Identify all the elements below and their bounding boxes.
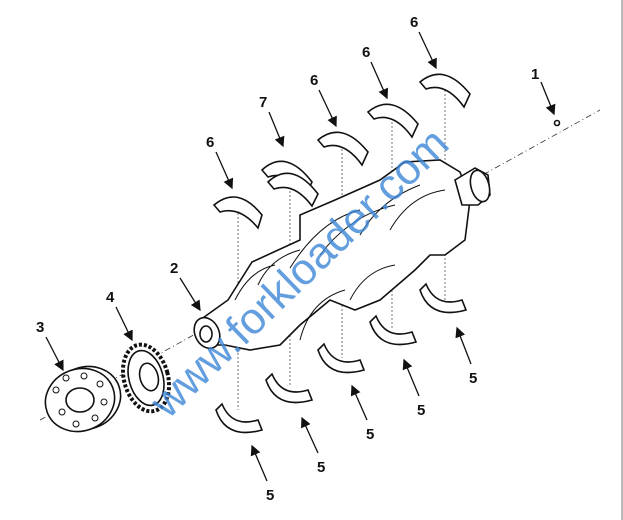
callout-arrows	[45, 31, 556, 482]
callout-5: 5	[317, 459, 325, 476]
callout-2: 2	[170, 260, 178, 277]
callout-3: 3	[36, 319, 44, 336]
upper-bearing-shells	[212, 73, 471, 230]
callout-5: 5	[366, 426, 374, 443]
callout-6: 6	[410, 14, 418, 31]
lower-bearing-shells	[215, 282, 468, 434]
callout-1: 1	[531, 66, 539, 83]
callout-5: 5	[417, 402, 425, 419]
callout-6: 6	[362, 44, 370, 61]
key	[553, 119, 561, 127]
callout-4: 4	[106, 289, 115, 306]
pulley	[44, 365, 122, 433]
callout-5: 5	[469, 370, 477, 387]
gear	[120, 342, 172, 414]
callout-5: 5	[266, 487, 274, 504]
crankshaft	[193, 159, 491, 351]
callout-7: 7	[259, 94, 267, 111]
callout-6: 6	[206, 134, 214, 151]
callout-6: 6	[310, 72, 318, 89]
